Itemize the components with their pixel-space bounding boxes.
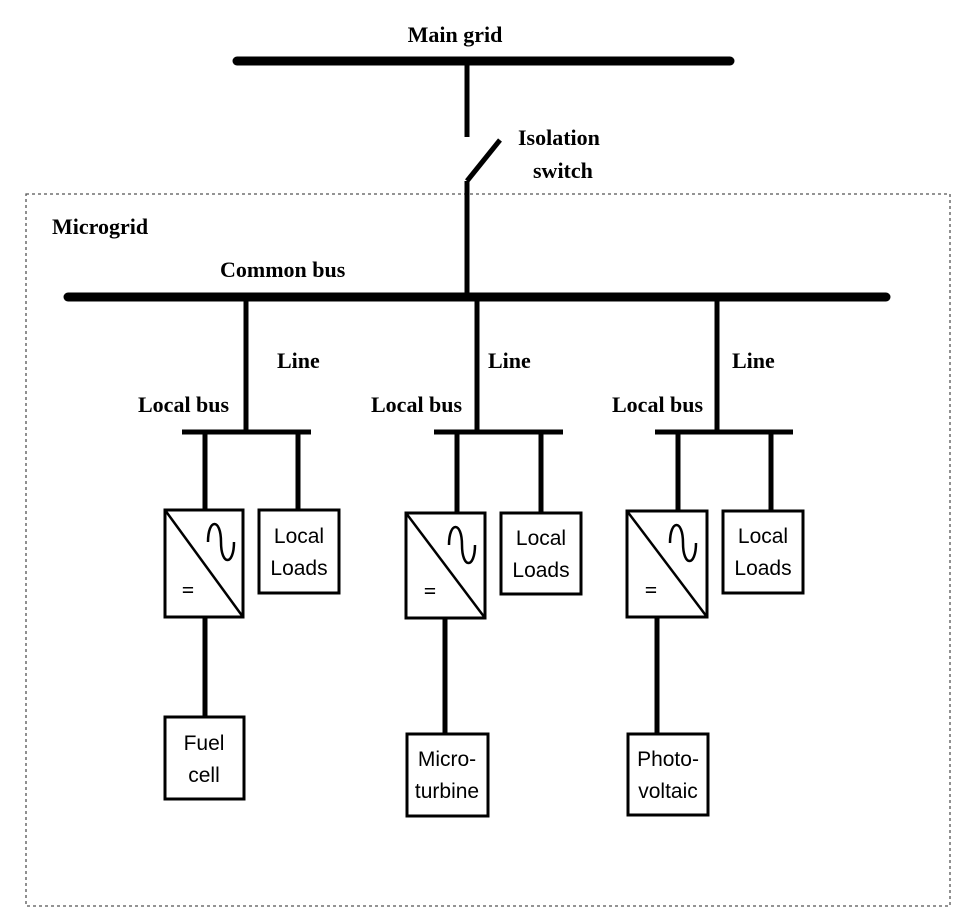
fuel-cell-box bbox=[163, 715, 246, 801]
converter-diagonal bbox=[405, 512, 486, 619]
local-loads-box bbox=[499, 511, 583, 596]
local-loads-box bbox=[721, 509, 805, 595]
microgrid-label: Microgrid bbox=[52, 214, 148, 239]
local-bus-label: Local bus bbox=[612, 392, 704, 417]
converter-diagonal bbox=[163, 509, 245, 618]
local-loads-box bbox=[257, 508, 341, 595]
isolation-switch-blade[interactable] bbox=[465, 138, 502, 183]
micro-turbine-label-line2: turbine bbox=[415, 780, 479, 803]
dc-symbol: = bbox=[424, 578, 437, 603]
ac-sine-icon bbox=[206, 522, 236, 562]
ac-sine-icon bbox=[668, 523, 698, 563]
local-loads-label-line2: Loads bbox=[734, 557, 791, 580]
fuel-cell-label-line1: Fuel bbox=[184, 732, 225, 755]
converter-diagonal bbox=[626, 510, 708, 618]
line-label: Line bbox=[732, 348, 775, 373]
dc-symbol: = bbox=[645, 577, 658, 602]
main-grid-label: Main grid bbox=[408, 22, 503, 47]
branch-photovoltaic: Line Local bus = Local Loads Photo- volt… bbox=[612, 298, 805, 817]
micro-turbine-label-line1: Micro- bbox=[418, 748, 476, 771]
ac-sine-icon bbox=[447, 525, 477, 565]
local-loads-label-line2: Loads bbox=[512, 559, 569, 582]
micro-turbine-box bbox=[405, 732, 490, 818]
converter: = bbox=[163, 508, 245, 619]
branch-fuel-cell: Line Local bus = Local Loads Fuel cell bbox=[138, 298, 341, 801]
branch-micro-turbine: Line Local bus = Local Loads Micro- turb… bbox=[371, 298, 583, 818]
dc-symbol: = bbox=[182, 577, 195, 602]
photovoltaic-label-line1: Photo- bbox=[637, 748, 699, 771]
microgrid-boundary bbox=[25, 193, 951, 907]
line-label: Line bbox=[488, 348, 531, 373]
converter: = bbox=[625, 509, 709, 619]
isolation-switch-label-line2: switch bbox=[533, 158, 593, 183]
local-loads-label-line2: Loads bbox=[270, 557, 327, 580]
fuel-cell-label-line2: cell bbox=[188, 764, 220, 787]
photovoltaic-label-line2: voltaic bbox=[638, 780, 698, 803]
local-loads-label-line1: Local bbox=[516, 527, 566, 550]
local-bus-label: Local bus bbox=[371, 392, 463, 417]
converter: = bbox=[404, 511, 487, 620]
common-bus-label: Common bus bbox=[220, 257, 346, 282]
photovoltaic-box bbox=[626, 732, 710, 817]
line-label: Line bbox=[277, 348, 320, 373]
local-loads-label-line1: Local bbox=[274, 525, 324, 548]
local-bus-label: Local bus bbox=[138, 392, 230, 417]
local-loads-label-line1: Local bbox=[738, 525, 788, 548]
isolation-switch-label-line1: Isolation bbox=[518, 125, 600, 150]
